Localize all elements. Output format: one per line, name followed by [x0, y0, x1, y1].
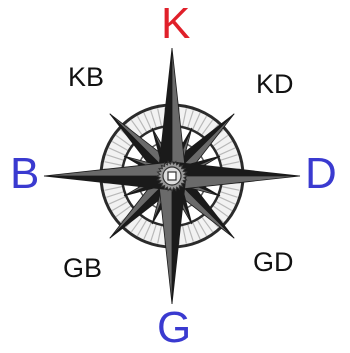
label-east: D — [305, 152, 337, 196]
label-west: B — [10, 152, 39, 196]
label-southeast: GD — [253, 249, 294, 276]
center-square — [168, 172, 176, 180]
label-southwest: GB — [63, 255, 102, 282]
label-south: G — [157, 306, 191, 350]
label-northwest: KB — [68, 64, 104, 91]
label-north: K — [161, 2, 190, 46]
label-northeast: KD — [256, 71, 294, 98]
